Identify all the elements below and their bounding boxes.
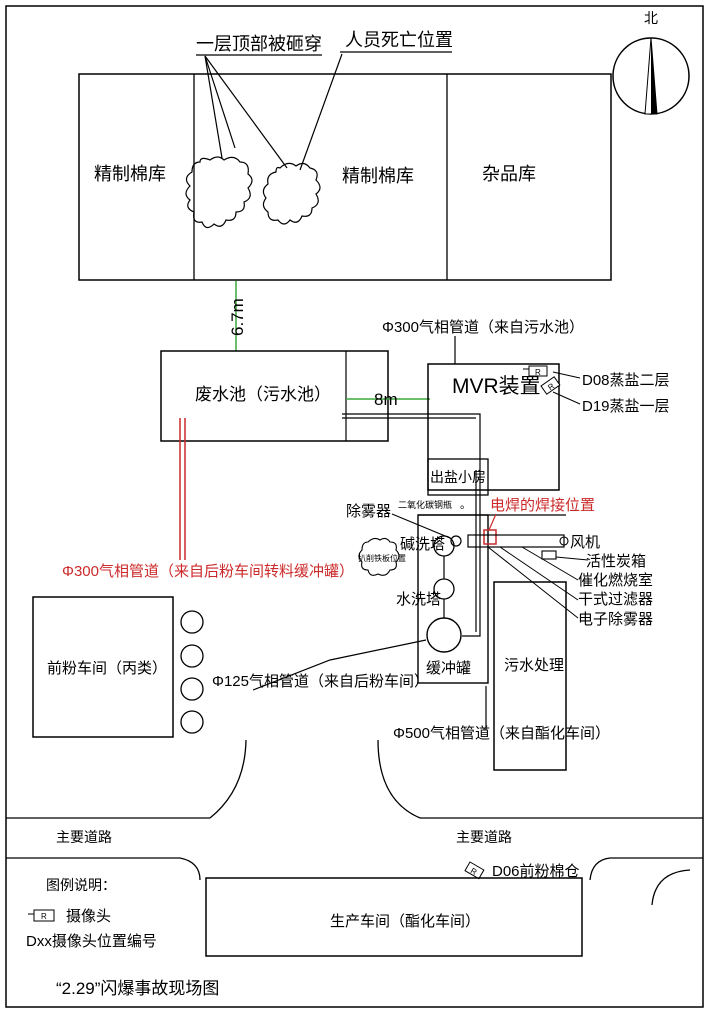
- carbon-box-label: 活性炭箱: [586, 553, 646, 570]
- mvr-label: MVR装置: [452, 375, 541, 398]
- silo-2: [180, 644, 204, 668]
- road-edge-bottom-right: [589, 857, 703, 881]
- welding-leader: [488, 513, 497, 531]
- compass-needle-fill: [651, 38, 657, 114]
- camera-d08-label: D08蒸盐二层: [582, 372, 670, 389]
- roof-leader-2: [204, 55, 236, 149]
- camera-r-letter: R: [41, 912, 47, 921]
- electronic-demister-label: 电子除雾器: [578, 611, 653, 628]
- sundry-store-label: 杂品库: [482, 164, 536, 184]
- water-tower-label: 水洗塔: [396, 591, 441, 608]
- pipe-300-sewage-label: Φ300气相管道（来自污水池）: [382, 319, 584, 336]
- death-leader: [299, 53, 343, 171]
- fan-unit: [467, 534, 565, 548]
- eq-leader-1: [555, 556, 589, 561]
- roof-leader-3: [204, 55, 288, 169]
- welding-position-label: 电焊的焊接位置: [490, 497, 595, 514]
- sewage-treatment-label: 污水处理: [504, 657, 564, 674]
- road-curve-mid: [377, 739, 421, 819]
- mvr-building: [427, 363, 560, 491]
- compass: 北: [612, 10, 690, 115]
- main-road-left-label: 主要道路: [56, 829, 112, 845]
- drawing-frame: [5, 5, 704, 1008]
- co2-dot: 。: [460, 499, 471, 511]
- compass-north-label: 北: [644, 10, 658, 26]
- buffer-tank: [426, 617, 462, 653]
- roof-leader-1: [204, 55, 223, 159]
- cam-leader-1: [552, 371, 581, 379]
- silo-4: [180, 710, 204, 734]
- silo-3: [180, 677, 204, 701]
- pipe-300-buffer-label: Φ300气相管道（来自后粉车间转料缓冲罐）: [62, 563, 354, 580]
- production-workshop: [205, 877, 583, 957]
- camera-d06-label: D06前粉棉仓: [492, 863, 580, 880]
- pool-gas-pipe: [342, 413, 481, 470]
- roof-hole-1: [185, 156, 253, 229]
- roof-hole-2: [262, 162, 321, 225]
- camera-icon: R: [464, 861, 485, 880]
- welding-point-marker: [483, 529, 497, 545]
- camera-r-letter: R: [546, 381, 556, 392]
- salt-room: [427, 458, 489, 496]
- sewage-treatment-building: [493, 581, 567, 771]
- cam-leader-2: [552, 391, 581, 405]
- legend-camera-label: 摄像头: [66, 908, 111, 925]
- production-workshop-label: 生产车间（酯化车间）: [330, 913, 480, 930]
- wastewater-pool-label: 废水池（污水池）: [195, 385, 331, 404]
- wastewater-pool: [160, 350, 389, 442]
- fan-label: 风机: [570, 534, 600, 551]
- catalytic-label: 催化燃烧室: [578, 571, 653, 589]
- legend-camera-icon: R: [28, 909, 55, 922]
- co2-bottle-label: 二氧化碳钢瓶: [398, 499, 452, 510]
- legend-code-label: Dxx摄像头位置编号: [26, 933, 157, 950]
- road-curve-right: [651, 869, 691, 906]
- warehouse-block: [78, 73, 612, 281]
- legend-title: 图例说明：: [46, 877, 116, 893]
- distance-8m-label: 8m: [374, 390, 398, 409]
- fire-position-cloud: [358, 537, 400, 576]
- road-edge-bottom-left: [6, 857, 201, 881]
- camera-icon: R: [523, 365, 548, 377]
- demister-leader: [391, 513, 451, 539]
- eq-leader-3: [499, 546, 579, 601]
- fan-icon: [559, 536, 569, 546]
- pre-powder-workshop-label: 前粉车间（丙类）: [47, 660, 167, 677]
- death-position-label: 人员死亡位置: [345, 30, 453, 50]
- roof-penetrated-label: 一层顶部被砸穿: [196, 34, 322, 54]
- camera-r-letter: R: [469, 866, 479, 877]
- distance-6-7m-label: 6.7m: [228, 298, 247, 336]
- pipe-500-label: Φ500气相管道（来自酯化车间）: [393, 725, 610, 742]
- buffer-tank-label: 缓冲罐: [426, 660, 471, 677]
- alkali-tower-label: 碱洗塔: [400, 536, 445, 553]
- pipe-vertical-main: [462, 470, 481, 637]
- demister-circle: [450, 535, 462, 547]
- carbon-box: [541, 550, 557, 560]
- demister-label: 除雾器: [346, 503, 391, 520]
- pre-powder-workshop: [32, 596, 174, 738]
- road-curve-left: [209, 739, 247, 819]
- eq-leader-2: [521, 546, 579, 581]
- dry-filter-label: 干式过滤器: [578, 591, 653, 608]
- camera-r-letter: R: [535, 368, 541, 377]
- camera-d19-label: D19蒸盐一层: [582, 398, 670, 415]
- pipe-125: [252, 639, 427, 691]
- salt-room-label: 出盐小房: [430, 469, 486, 485]
- fire-position-label: 扒削铁板位置: [358, 553, 406, 563]
- diagram-caption: “2.29”闪爆事故现场图: [56, 979, 219, 998]
- silo-1: [180, 610, 204, 634]
- pipe-125-label: Φ125气相管道（来自后粉车间）: [212, 673, 429, 690]
- main-road-right-label: 主要道路: [456, 829, 512, 845]
- warehouse-center-label: 精制棉库: [342, 166, 414, 186]
- camera-icon: R: [540, 376, 561, 395]
- warehouse-left-label: 精制棉库: [94, 164, 166, 184]
